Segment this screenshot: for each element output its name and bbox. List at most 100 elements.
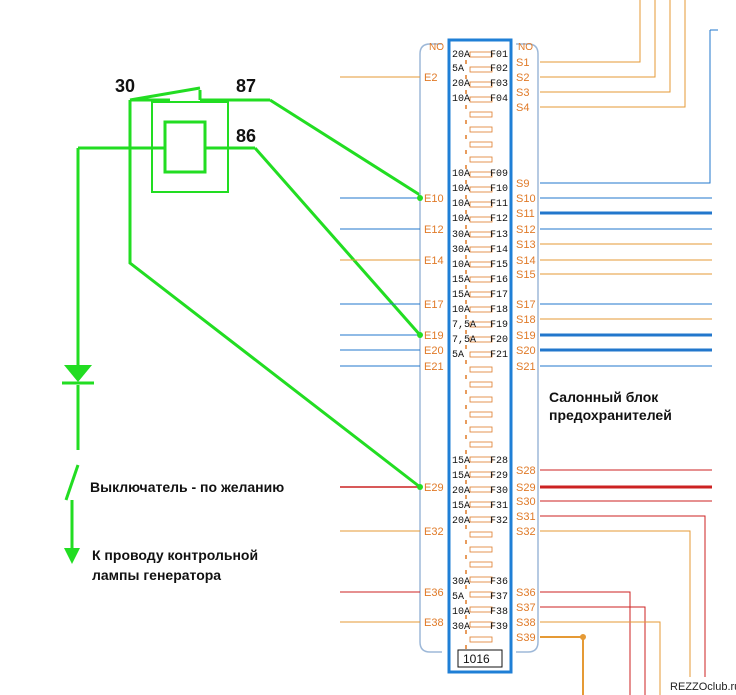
pin-s39: S39	[516, 632, 536, 644]
block-number-box	[457, 649, 503, 668]
fuse-id-f04: F04	[490, 94, 508, 105]
pin-e36: E36	[424, 587, 444, 599]
fuse-amps-f30: 20A	[452, 486, 470, 497]
wire-s32	[540, 530, 691, 695]
fuse-amps-f10: 10A	[452, 184, 470, 195]
relay-contact-arm	[129, 86, 201, 102]
wire-s4	[540, 0, 686, 108]
fuse-amps-f20: 7,5A	[452, 335, 476, 346]
wire-s36	[540, 591, 631, 695]
pin-e21: E21	[424, 361, 444, 373]
wire-87-to-E10	[269, 98, 421, 197]
harness-wires	[340, 0, 718, 695]
pin-s38: S38	[516, 617, 536, 629]
fuse-id-f13: F13	[490, 230, 508, 241]
wire-note-line2: лампы генератора	[92, 567, 221, 583]
pin-s32: S32	[516, 526, 536, 538]
wire-s9	[540, 30, 711, 184]
fuse-amps-f14: 30A	[452, 245, 470, 256]
fuse-amps-f16: 15A	[452, 275, 470, 286]
pin-s4: S4	[516, 102, 529, 114]
fuse-id-f16: F16	[490, 275, 508, 286]
fuse-list: 20A F01 5A F02 20A F03 10A F04 10A F09 10A F10 10A F1…	[452, 50, 508, 649]
fuse-id-f10: F10	[490, 184, 508, 195]
relay-pin-30: 30	[115, 76, 135, 96]
fuse-id-f02: F02	[490, 64, 508, 75]
fuse-amps-f02: 5A	[452, 64, 464, 75]
diode-icon	[62, 365, 94, 385]
fuse-id-f18: F18	[490, 305, 508, 316]
pin-s18: S18	[516, 314, 536, 326]
pin-labels: E2E10E12E14E17E19E20E21E29E32E36E38S1S2S…	[424, 57, 536, 644]
fuse-panel	[447, 38, 513, 674]
wire-86-to-E19	[253, 147, 422, 336]
fuse-id-f29: F29	[490, 471, 508, 482]
fuse-id-f01: F01	[490, 50, 508, 61]
pin-s31: S31	[516, 511, 536, 523]
fuse-amps-f38: 10A	[452, 607, 470, 618]
pin-s13: S13	[516, 239, 536, 251]
pin-s29: S29	[516, 482, 536, 494]
pin-s3: S3	[516, 87, 529, 99]
wire-note-line1: К проводу контрольной	[92, 547, 258, 563]
pin-e2: E2	[424, 72, 437, 84]
wire-s37	[540, 606, 646, 695]
fuse-amps-f04: 10A	[452, 94, 470, 105]
fuse-id-f14: F14	[490, 245, 508, 256]
fuse-amps-f37: 5A	[452, 592, 464, 603]
pin-s28: S28	[516, 465, 536, 477]
fuse-amps-f11: 10A	[452, 199, 470, 210]
switch-note: Выключатель - по желанию	[90, 479, 284, 495]
block-number: 1016	[463, 652, 490, 666]
wire-s31	[540, 515, 706, 695]
fuse-amps-f32: 20A	[452, 516, 470, 527]
relay-pin-87: 87	[236, 76, 256, 96]
fuse-id-f37: F37	[490, 592, 508, 603]
pin-e17: E17	[424, 299, 444, 311]
fuse-id-f31: F31	[490, 501, 508, 512]
pin-s14: S14	[516, 255, 536, 267]
fuse-amps-f18: 10A	[452, 305, 470, 316]
relay-pin-86: 86	[236, 126, 256, 146]
fuse-id-f19: F19	[490, 320, 508, 331]
wire-s1	[540, 0, 641, 63]
pin-e32: E32	[424, 526, 444, 538]
pin-e12: E12	[424, 224, 444, 236]
pin-s20: S20	[516, 345, 536, 357]
fuse-id-f03: F03	[490, 79, 508, 90]
fuse-id-f38: F38	[490, 607, 508, 618]
wire-s2	[540, 0, 656, 78]
fuse-amps-f13: 30A	[452, 230, 470, 241]
no-label-left: NO	[429, 42, 444, 53]
arrow-down-icon	[64, 548, 80, 564]
fuse-amps-f03: 20A	[452, 79, 470, 90]
pin-s1: S1	[516, 57, 529, 69]
fuse-amps-f31: 15A	[452, 501, 470, 512]
fuse-amps-f01: 20A	[452, 50, 470, 61]
fuse-amps-f15: 10A	[452, 260, 470, 271]
pin-e38: E38	[424, 617, 444, 629]
fuse-id-f32: F32	[490, 516, 508, 527]
fuse-id-f15: F15	[490, 260, 508, 271]
relay-coil	[163, 120, 207, 174]
wire-s3	[540, 0, 671, 93]
fuse-id-f39: F39	[490, 622, 508, 633]
watermark: REZZOclub.ru	[670, 681, 736, 693]
pin-s21: S21	[516, 361, 536, 373]
fuse-amps-f19: 7,5A	[452, 320, 476, 331]
fuse-id-f11: F11	[490, 199, 508, 210]
wire-s38	[540, 621, 661, 695]
fuse-id-f09: F09	[490, 169, 508, 180]
pin-s10: S10	[516, 193, 536, 205]
fuse-id-f30: F30	[490, 486, 508, 497]
wire-30-to-E29	[128, 100, 421, 489]
pin-s9: S9	[516, 178, 529, 190]
pin-s19: S19	[516, 330, 536, 342]
junction-dot	[580, 634, 586, 640]
fuse-id-f21: F21	[490, 350, 508, 361]
fuse-id-f12: F12	[490, 214, 508, 225]
pin-e19: E19	[424, 330, 444, 342]
fuse-id-f20: F20	[490, 335, 508, 346]
pin-e14: E14	[424, 255, 444, 267]
